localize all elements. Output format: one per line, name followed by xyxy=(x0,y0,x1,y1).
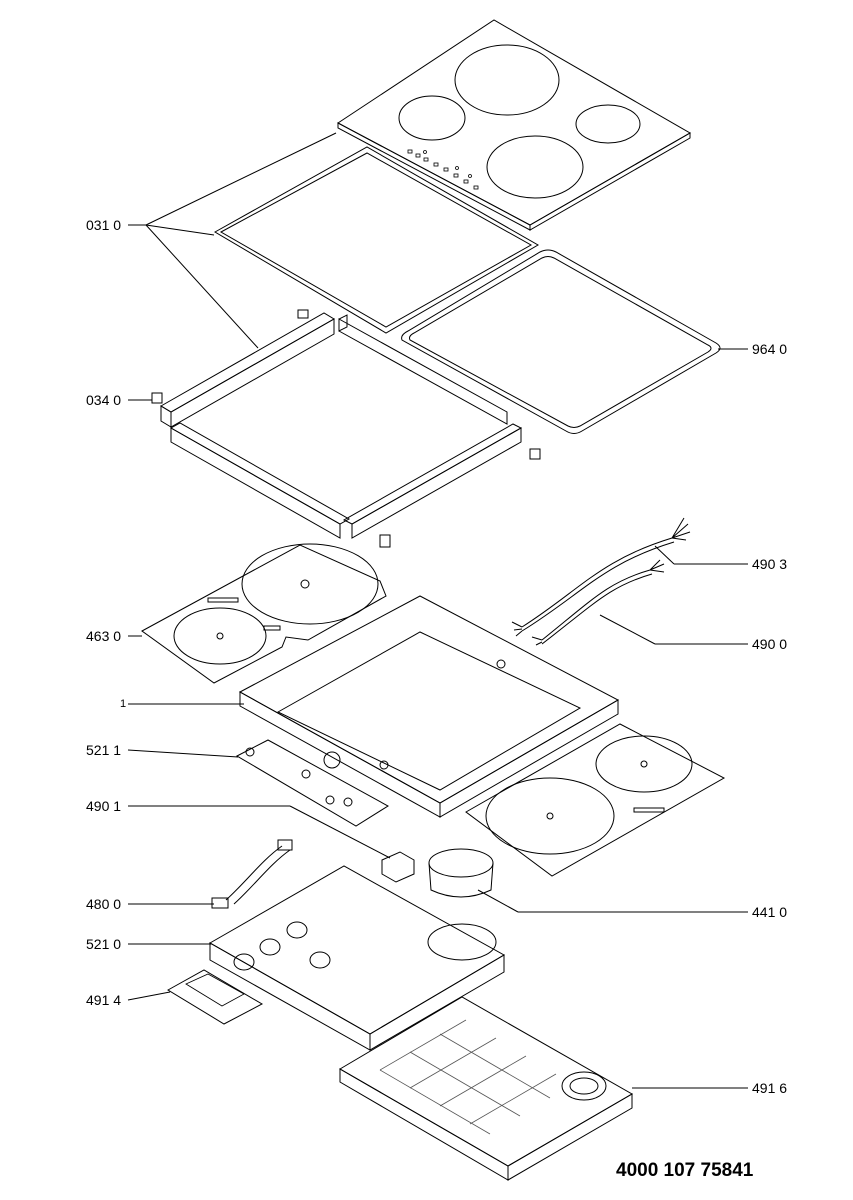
air-filter xyxy=(167,969,264,1025)
coil-plate-left xyxy=(141,543,387,684)
glass-cooktop xyxy=(337,19,692,231)
callout-441-0: 441 0 xyxy=(752,904,788,920)
callout-031-0: 031 0 xyxy=(86,217,122,233)
small-connector xyxy=(381,851,415,883)
callout-521-0: 521 0 xyxy=(86,936,122,952)
document-number: 4000 107 75841 xyxy=(616,1160,754,1181)
bottom-housing xyxy=(339,996,634,1181)
control-board xyxy=(235,739,389,827)
main-carrier xyxy=(238,595,620,818)
callout-1: 1 xyxy=(120,698,127,710)
fan-unit xyxy=(428,848,494,898)
wire-harnesses xyxy=(511,517,691,646)
callout-034-0: 034 0 xyxy=(86,392,122,408)
coil-plate-right xyxy=(465,723,726,877)
frame-clips xyxy=(151,309,541,548)
seal-frame xyxy=(401,249,721,434)
callout-480-0: 480 0 xyxy=(86,896,122,912)
callout-521-1: 521 1 xyxy=(86,742,122,758)
callout-463-0: 463 0 xyxy=(86,628,122,644)
callout-490-3: 490 3 xyxy=(752,556,788,572)
callout-491-4: 491 4 xyxy=(86,992,122,1008)
callout-490-0: 490 0 xyxy=(752,636,788,652)
frame-rails xyxy=(151,309,541,548)
callout-491-6: 491 6 xyxy=(752,1080,788,1096)
callout-490-1: 490 1 xyxy=(86,798,122,814)
power-board-housing xyxy=(208,865,506,1051)
gasket-seal xyxy=(213,146,540,334)
callout-964-0: 964 0 xyxy=(752,341,788,357)
ribbon-cable xyxy=(211,839,293,909)
leader-lines xyxy=(127,132,748,1089)
control-panel-symbols xyxy=(407,149,479,190)
